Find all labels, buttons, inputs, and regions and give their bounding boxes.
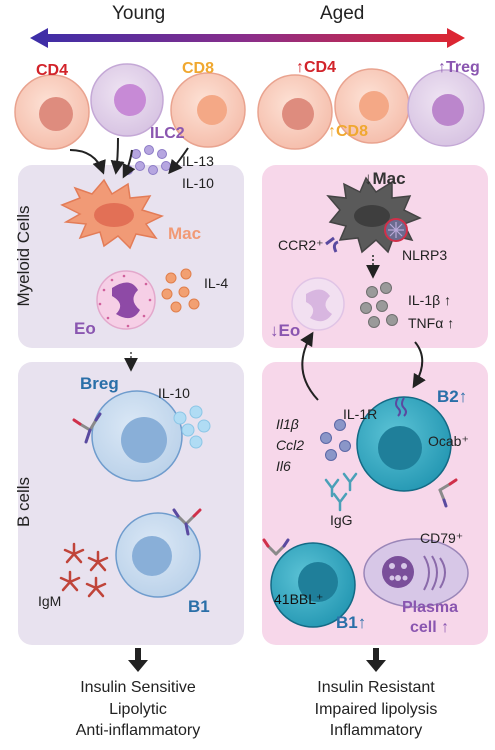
young-b1-label: B1 [188, 597, 210, 616]
aged-outcome-1: Insulin Resistant [317, 679, 435, 696]
young-outcome-arrow [128, 648, 148, 672]
b2-label: B2↑ [437, 387, 468, 406]
aged-eosinophil [291, 277, 345, 331]
aged-b2-cell [356, 396, 452, 492]
young-mac-label: Mac [168, 224, 202, 243]
aged-b1-cell [270, 542, 356, 628]
young-il10-dots [173, 405, 211, 449]
il6-gene-label: Il6 [276, 458, 291, 474]
aged-mac-label: ↓Mac [364, 169, 406, 188]
young-signal-arrows [69, 137, 189, 179]
aged-eo-label: ↓Eo [270, 321, 301, 340]
aged-cd8-cell [334, 68, 410, 144]
b1-antibody [172, 508, 202, 536]
breg-antibody [72, 412, 102, 444]
igm-pentamers [59, 542, 109, 598]
aged-b2-to-eo-arrow [300, 331, 319, 401]
age-gradient-arrow [30, 28, 465, 48]
aged-label: Aged [320, 3, 365, 24]
aged-cd4-label: ↑CD4 [296, 59, 337, 76]
aged-tnfa-label: TNFα ↑ [408, 315, 455, 331]
young-outcome-2: Lipolytic [109, 700, 167, 718]
aged-outcomes: Insulin Resistant Impaired lipolysis Inf… [276, 677, 476, 742]
igm-label: IgM [38, 593, 62, 609]
cd79-label: CD79⁺ [420, 530, 464, 546]
aged-cd8-label: ↑CD8 [328, 123, 369, 140]
aged-eo-to-b2-arrow [412, 341, 426, 389]
young-cd8-label: CD8 [182, 60, 215, 77]
plasma-label: Plasma [402, 599, 459, 616]
young-eo-label: Eo [74, 319, 96, 338]
aged-macrophage [326, 176, 422, 254]
aged-b1-label: B1↑ [336, 613, 367, 632]
young-il10-bcell-label: IL-10 [158, 385, 190, 401]
plasma-cell [363, 538, 469, 608]
ilc2-cell [90, 63, 164, 137]
young-il10-myeloid-label: IL-10 [182, 175, 214, 191]
b2-antibody [438, 478, 458, 508]
aged-cd4-cell [257, 74, 333, 150]
young-b1-cell [115, 512, 201, 598]
ccr2-receptor [325, 236, 339, 253]
41bbl-label: 41BBL⁺ [274, 591, 324, 607]
young-outcome-3: Anti-inflammatory [75, 722, 201, 740]
young-il13-label: IL-13 [182, 153, 214, 169]
bcells-row-label: B cells [14, 476, 33, 528]
ccr2-label: CCR2⁺ [278, 237, 324, 253]
ocab-label: Ocab⁺ [428, 433, 469, 449]
young-eosinophil [96, 270, 156, 330]
young-cd4-cell [14, 74, 90, 150]
young-il4-dots [161, 268, 200, 313]
aged-outcome-arrow [366, 648, 386, 672]
treg-cell [407, 69, 485, 147]
young-il4-label: IL-4 [204, 275, 229, 291]
young-cd4-label: CD4 [36, 62, 69, 79]
breg-cell [91, 390, 183, 482]
il1b-gene-label: Il1β [276, 416, 299, 432]
young-macrophage [60, 178, 165, 250]
ccl2-gene-label: Ccl2 [276, 437, 305, 453]
treg-label: ↑Treg [438, 59, 480, 76]
young-label: Young [112, 3, 166, 24]
breg-label: Breg [80, 374, 119, 393]
aged-gene-dots [320, 419, 351, 461]
il1r-receptor [395, 397, 407, 417]
young-outcome-1: Insulin Sensitive [80, 679, 196, 696]
plasma-cell-label: cell ↑ [410, 619, 450, 636]
aged-outcome-3: Inflammatory [329, 722, 423, 740]
ilc2-label: ILC2 [150, 125, 185, 142]
aged-b1-antibody [262, 538, 290, 556]
igg-label: IgG [330, 512, 353, 528]
aged-il1b-label: IL-1β ↑ [408, 292, 452, 308]
nlrp3-label: NLRP3 [402, 247, 448, 263]
myeloid-row-label: Myeloid Cells [14, 205, 33, 307]
young-outcomes: Insulin Sensitive Lipolytic Anti-inflamm… [38, 677, 238, 742]
aged-cytokine-dots [360, 282, 398, 328]
igg-antibodies [324, 472, 358, 512]
young-cd8-cell [170, 72, 246, 148]
il1r-label: IL-1R [343, 406, 378, 422]
aged-outcome-2: Impaired lipolysis [314, 700, 438, 718]
